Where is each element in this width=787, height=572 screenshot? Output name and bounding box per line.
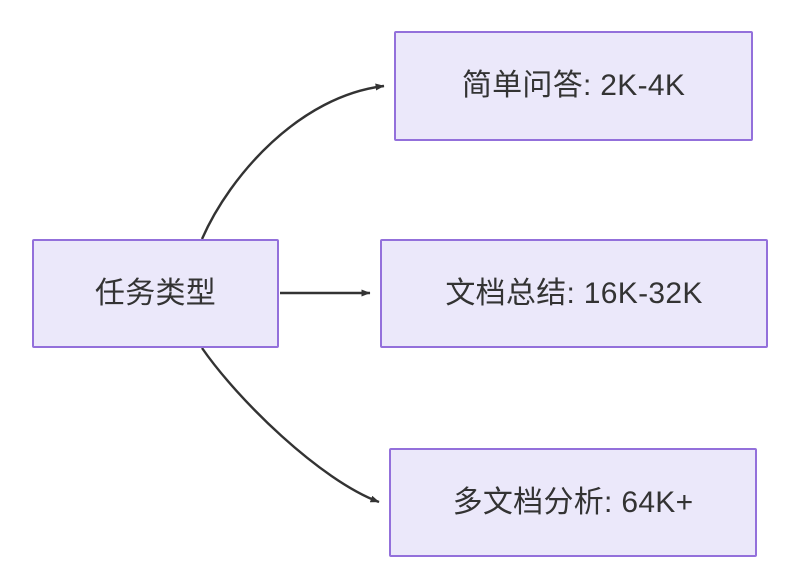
node-simple-qa-label: 简单问答: 2K-4K — [461, 69, 686, 102]
node-simple-qa[interactable]: 简单问答: 2K-4K — [394, 31, 753, 141]
edge-task-type-to-multi-doc — [201, 347, 380, 504]
node-multi-doc-label: 多文档分析: 64K+ — [452, 485, 694, 519]
node-task-type[interactable]: 任务类型 — [32, 239, 279, 348]
node-multi-doc[interactable]: 多文档分析: 64K+ — [389, 448, 757, 557]
edge-task-type-to-simple-qa — [200, 83, 385, 240]
node-task-type-label: 任务类型 — [94, 276, 217, 310]
node-doc-summary[interactable]: 文档总结: 16K-32K — [380, 239, 768, 348]
node-doc-summary-label: 文档总结: 16K-32K — [445, 276, 703, 310]
